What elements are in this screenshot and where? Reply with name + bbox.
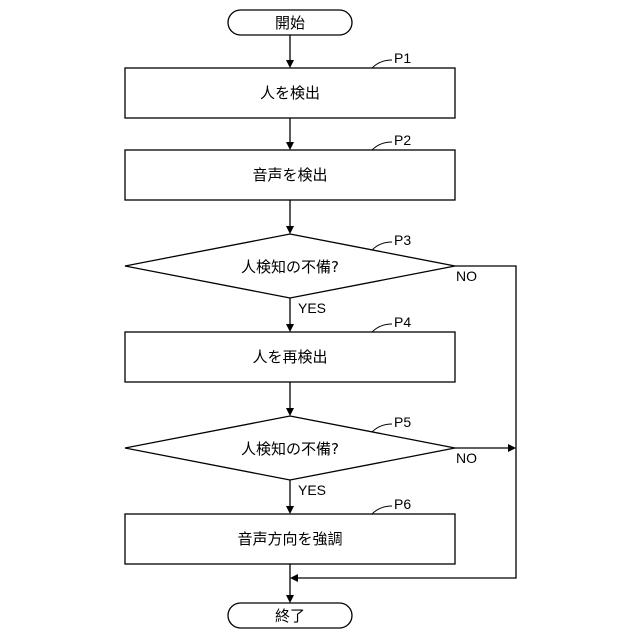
tag-leader-p5: [372, 424, 392, 432]
arrowhead-p3-p4: [286, 324, 294, 332]
tag-leader-p6: [372, 506, 392, 514]
arrowhead-p6-end: [286, 595, 294, 603]
process-p6-label: 音声方向を強調: [237, 530, 342, 548]
arrowhead-p5-p6: [286, 506, 294, 514]
arrowhead-p5-no: [508, 444, 516, 452]
step-tag-p1: P1: [394, 50, 411, 66]
step-tag-p2: P2: [394, 132, 411, 148]
arrowhead-p2-p3: [286, 226, 294, 234]
tag-leader-p3: [372, 242, 392, 250]
arrowhead-start-p1: [286, 60, 294, 68]
decision-p5-label: 人検知の不備?: [241, 440, 339, 458]
branch-label-p3-yes: YES: [298, 300, 326, 316]
branch-label-p5-no: NO: [456, 450, 477, 466]
tag-leader-p1: [372, 60, 392, 68]
arrowhead-p4-p5: [286, 408, 294, 416]
branch-label-p3-no: NO: [456, 268, 477, 284]
process-p4-label: 人を再検出: [252, 348, 327, 366]
step-tag-p3: P3: [394, 232, 411, 248]
step-tag-p4: P4: [394, 314, 411, 330]
process-p2-label: 音声を検出: [252, 166, 327, 184]
start-label: 開始: [275, 14, 305, 32]
tag-leader-p2: [372, 142, 392, 150]
arrowhead-merge: [290, 574, 298, 582]
tag-leader-p4: [372, 324, 392, 332]
branch-label-p5-yes: YES: [298, 482, 326, 498]
arrowhead-p1-p2: [286, 142, 294, 150]
step-tag-p6: P6: [394, 496, 411, 512]
process-p1-label: 人を検出: [260, 84, 320, 102]
step-tag-p5: P5: [394, 414, 411, 430]
end-label: 終了: [275, 607, 305, 625]
decision-p3-label: 人検知の不備?: [241, 258, 339, 276]
